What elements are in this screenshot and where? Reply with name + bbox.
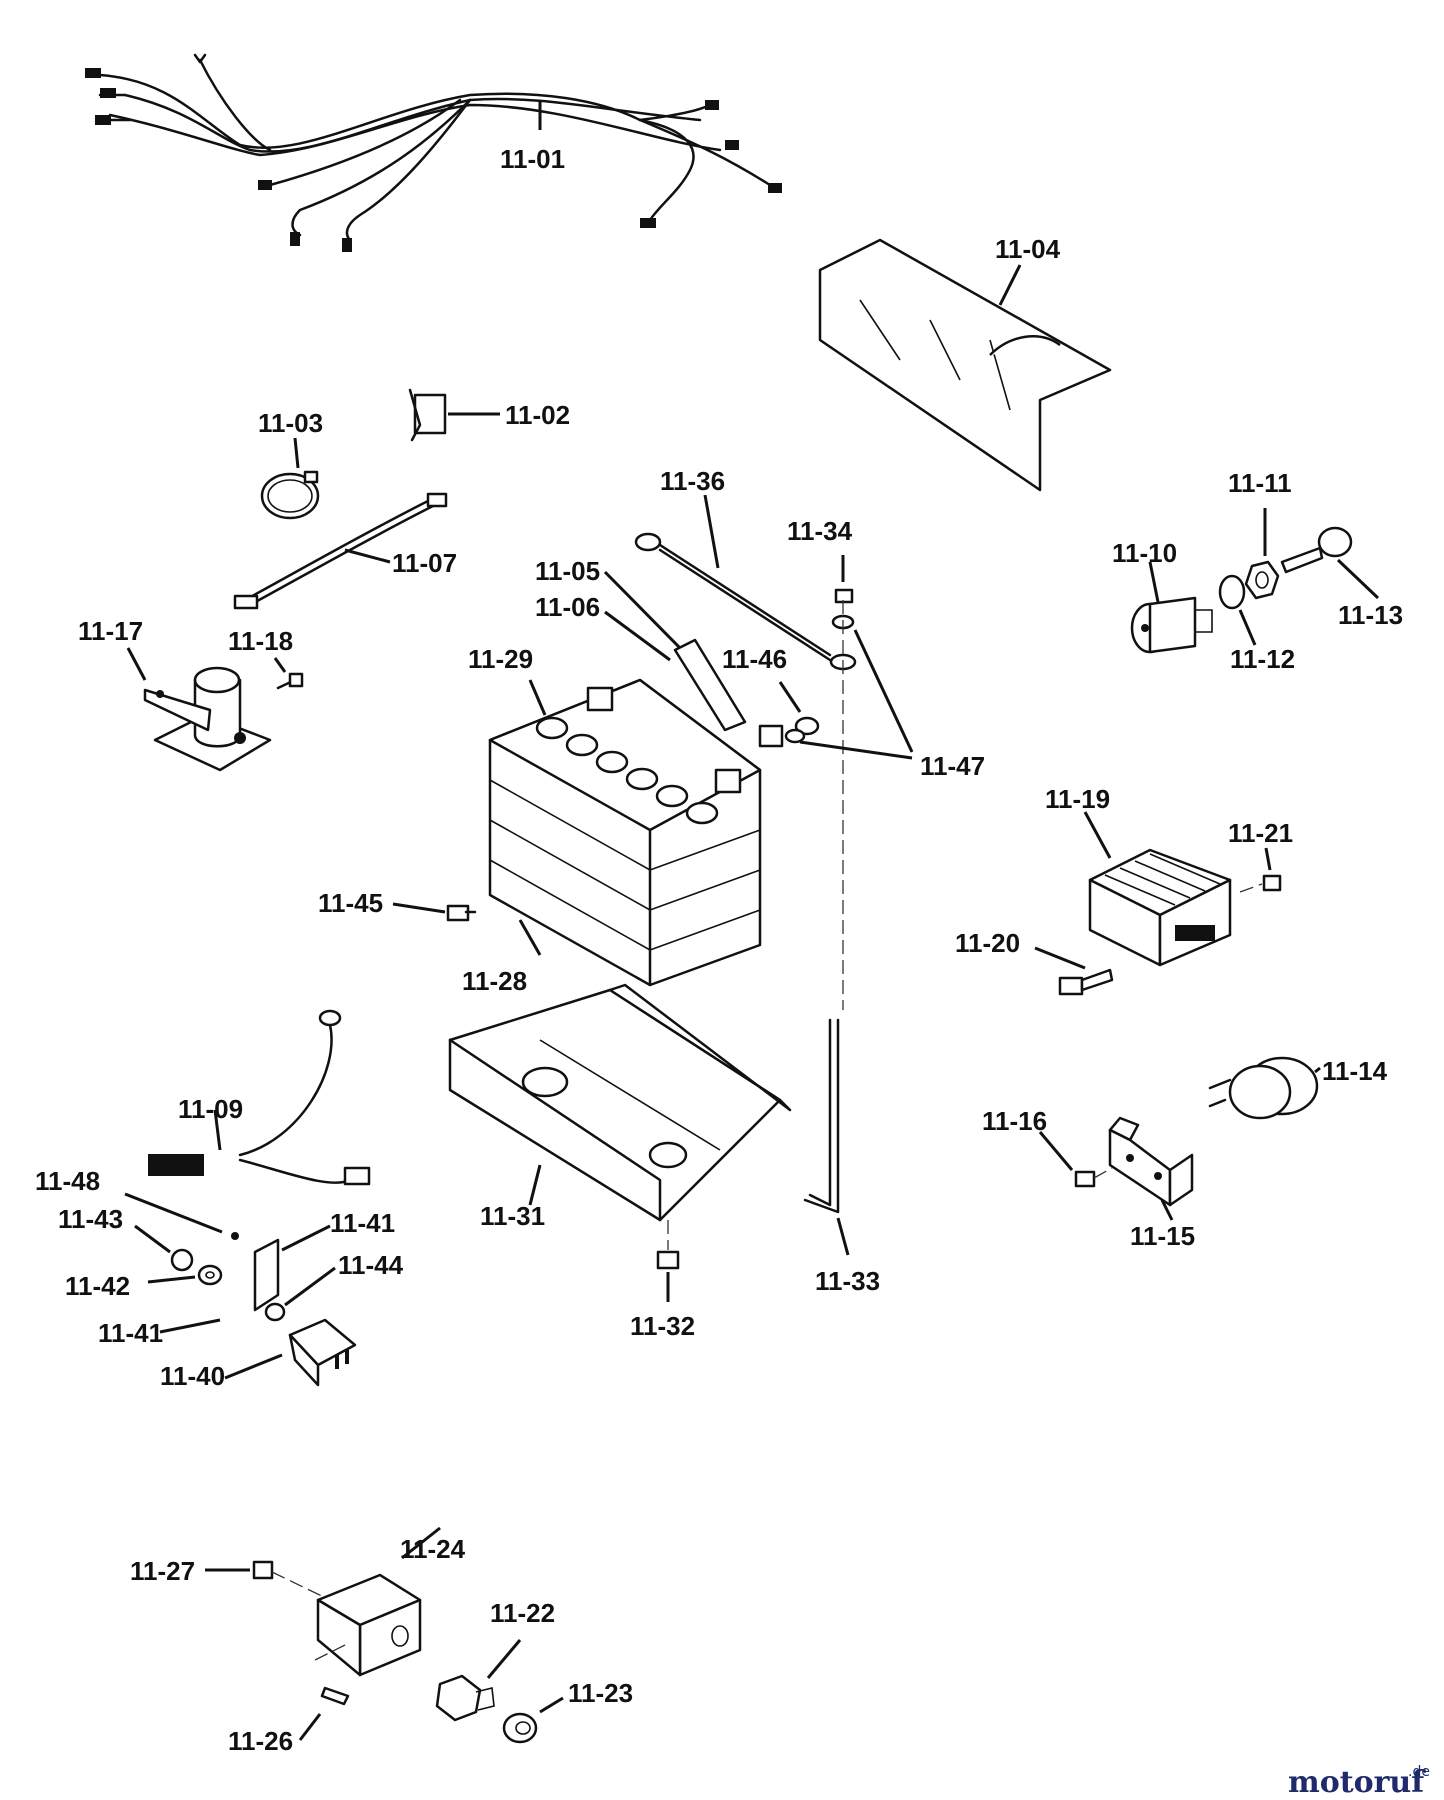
nut-11-32: 11-32: [630, 1220, 695, 1341]
wiring-harness-11-01: 11-01: [85, 53, 782, 252]
bolt-11-45: 11-45: [318, 888, 477, 922]
battery-cover-11-04: 11-04: [818, 234, 1112, 492]
part-label-11-17: 11-17: [78, 616, 143, 646]
part-label-11-14: 11-14: [1322, 1056, 1388, 1086]
rectifier-11-19: 11-19: [1045, 784, 1232, 967]
part-label-11-06: 11-06: [535, 592, 600, 622]
part-label-11-20: 11-20: [955, 928, 1020, 958]
wire-terminal-icon: [85, 53, 782, 252]
part-label-11-29: 11-29: [468, 644, 533, 674]
part-label-11-41b: 11-41: [98, 1318, 163, 1348]
j-bolt-11-33: 11-33: [803, 1018, 880, 1296]
vent-tube-11-05: 11-05 11-06: [535, 556, 784, 748]
cable-11-07: 11-07: [233, 492, 457, 610]
part-label-11-07: 11-07: [392, 548, 457, 578]
part-label-11-28: 11-28: [462, 966, 527, 996]
battery-cell-caps: [535, 716, 719, 825]
washer-11-44: 11-44: [264, 1250, 404, 1322]
bracket-11-24: 11-24: [316, 1526, 466, 1677]
nut-11-21: 11-21: [1228, 818, 1293, 893]
part-label-11-04: 11-04: [995, 234, 1061, 264]
clip-11-02: 11-02: [408, 388, 570, 442]
ignition-switch-11-10: 11-10: [1112, 538, 1213, 654]
part-label-11-16: 11-16: [982, 1106, 1047, 1136]
watermark-suffix: .de: [1408, 1764, 1430, 1780]
part-label-11-43: 11-43: [58, 1204, 123, 1234]
part-label-11-33: 11-33: [815, 1266, 880, 1296]
part-label-11-13: 11-13: [1338, 600, 1403, 630]
nut-11-34: 11-34: [787, 516, 857, 671]
watermark-brand: motoruf: [1288, 1765, 1426, 1800]
part-label-11-41a: 11-41: [330, 1208, 395, 1238]
switch-11-40: 11-40: [160, 1318, 357, 1391]
part-label-11-47: 11-47: [920, 751, 985, 781]
part-label-11-11: 11-11: [1228, 468, 1292, 498]
solenoid-11-17: 11-17: [78, 616, 272, 772]
part-label-11-15: 11-15: [1130, 1221, 1195, 1251]
clamp-11-03: 11-03: [258, 408, 323, 520]
cell-cap-label-11-29: 11-29: [468, 644, 547, 716]
plate-11-41: 11-41 11-41: [98, 1208, 395, 1348]
part-label-11-10: 11-10: [1112, 538, 1177, 568]
part-label-11-22: 11-22: [490, 1598, 555, 1628]
fitting-11-22: 11-22: [435, 1598, 555, 1722]
nut-11-16: 11-16: [982, 1106, 1113, 1188]
part-label-11-44: 11-44: [338, 1250, 404, 1280]
part-label-11-01: 11-01: [500, 144, 565, 174]
part-label-11-03: 11-03: [258, 408, 323, 438]
part-label-11-21: 11-21: [1228, 818, 1293, 848]
part-label-11-34: 11-34: [787, 516, 853, 546]
key-11-13: 11-13: [1280, 526, 1403, 630]
nut-11-11: 11-11: [1228, 468, 1292, 600]
hold-down-rod-11-36: 11-36: [634, 466, 832, 662]
bracket-11-15: 11-15: [1108, 1116, 1195, 1251]
part-label-11-45: 11-45: [318, 888, 383, 918]
part-label-11-31: 11-31: [480, 1201, 545, 1231]
part-label-11-46: 11-46: [722, 644, 787, 674]
part-label-11-12: 11-12: [1230, 644, 1295, 674]
gauge-11-14: 11-14: [1208, 1056, 1388, 1120]
nut-11-27: 11-27: [130, 1556, 331, 1601]
part-label-11-32: 11-32: [630, 1311, 695, 1341]
washer-11-12: 11-12: [1218, 574, 1295, 674]
part-label-11-05: 11-05: [535, 556, 600, 586]
part-label-11-42: 11-42: [65, 1271, 130, 1301]
washer-label-11-47: 11-47: [799, 629, 985, 781]
part-label-11-26: 11-26: [228, 1726, 293, 1756]
bolt-11-20: 11-20: [955, 928, 1114, 996]
harness-11-09: 11-09: [148, 1009, 371, 1186]
part-label-11-02: 11-02: [505, 400, 570, 430]
part-label-11-40: 11-40: [160, 1361, 225, 1391]
pin-11-48: 11-48: [35, 1166, 239, 1240]
nut-11-46: 11-46: [722, 644, 820, 744]
part-label-11-19: 11-19: [1045, 784, 1110, 814]
battery-tray-11-31: 11-31: [448, 983, 792, 1231]
part-label-11-18: 11-18: [228, 626, 293, 656]
part-label-11-09: 11-09: [178, 1094, 243, 1124]
washer-11-23: 11-23: [502, 1678, 633, 1744]
part-label-11-48: 11-48: [35, 1166, 100, 1196]
washer-11-42: 11-42: [65, 1264, 223, 1301]
part-label-11-27: 11-27: [130, 1556, 195, 1586]
part-label-11-24: 11-24: [400, 1534, 466, 1564]
screw-11-26: 11-26: [228, 1644, 350, 1756]
screw-11-18: 11-18: [228, 626, 304, 690]
part-label-11-23: 11-23: [568, 1678, 633, 1708]
battery-11-28: 11-28: [462, 678, 762, 996]
part-label-11-36: 11-36: [660, 466, 725, 496]
watermark-logo: motoruf .de: [1288, 1764, 1430, 1800]
nut-11-43: 11-43: [58, 1204, 194, 1272]
